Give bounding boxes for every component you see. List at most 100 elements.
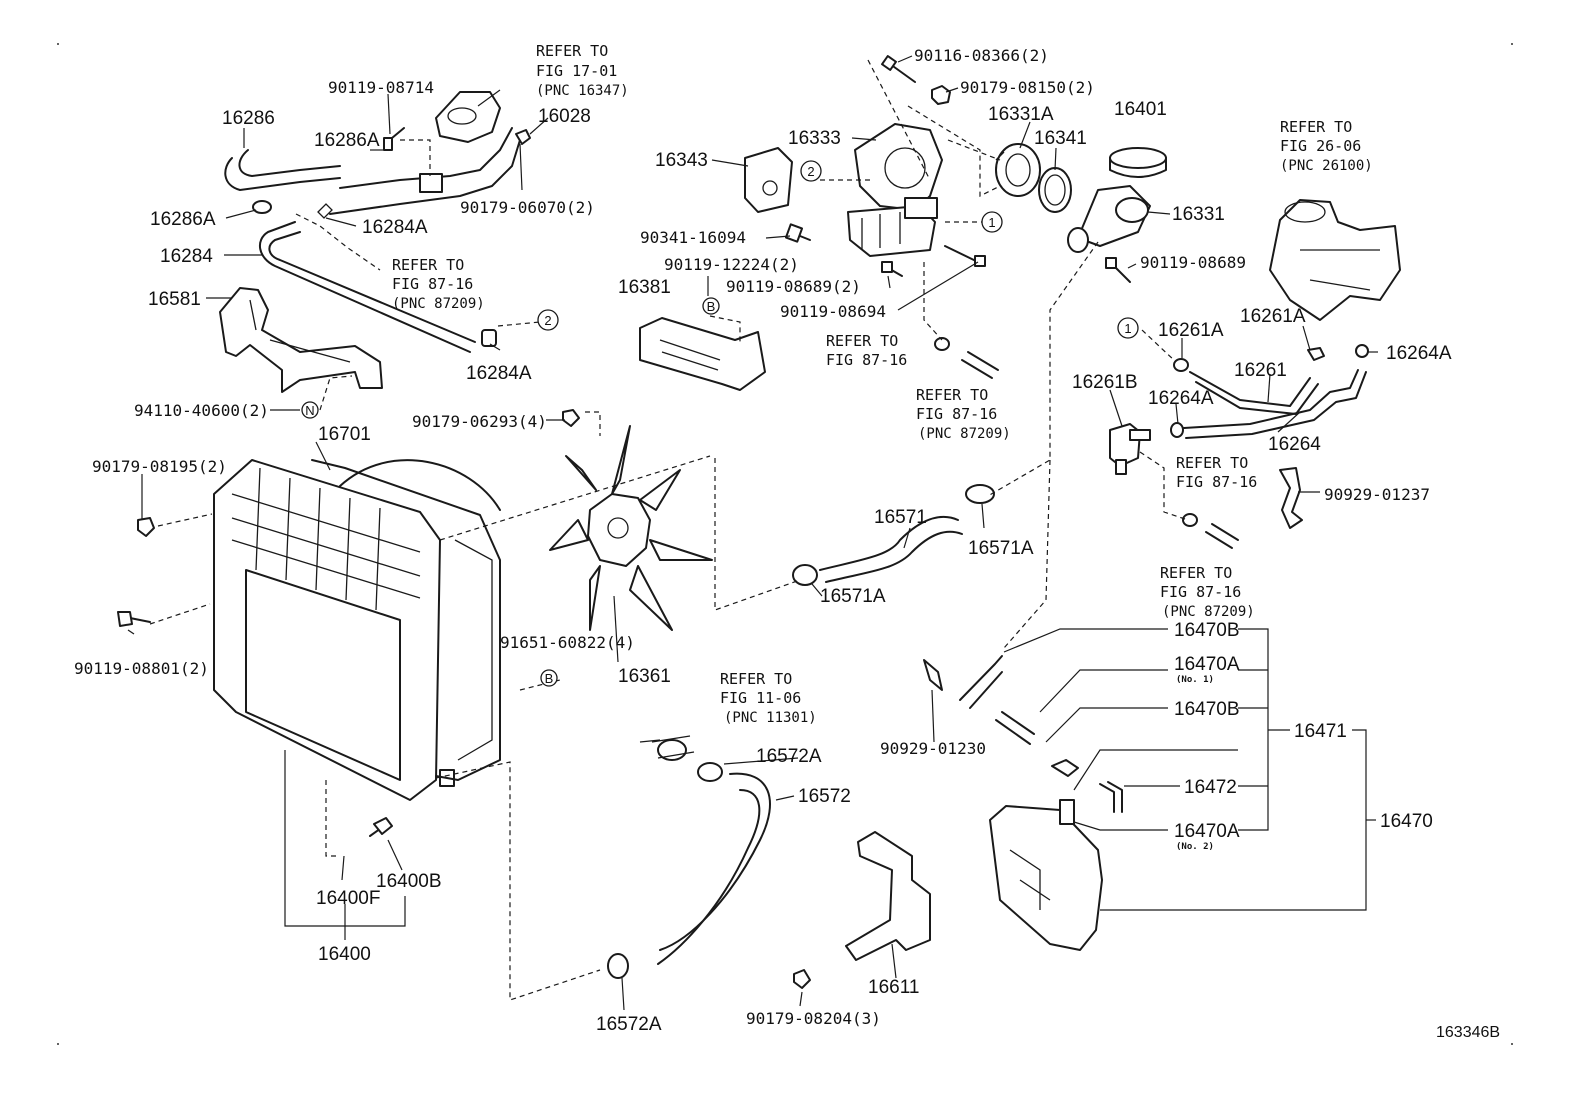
svg-text:(PNC 26100): (PNC 26100)	[1280, 158, 1373, 174]
cap-16401-illustration	[1109, 147, 1167, 178]
label-16286: 16286	[222, 108, 275, 129]
label-16571A-left: 16571A	[820, 586, 886, 607]
label-16571: 16571	[874, 507, 927, 528]
label-16572A-top: 16572A	[756, 746, 822, 767]
marker-N: N	[301, 401, 319, 419]
label-90179-06070: 90179-06070(2)	[460, 198, 595, 217]
label-16261: 16261	[1234, 360, 1287, 381]
label-16286A-top: 16286A	[314, 130, 380, 151]
svg-text:REFER TO: REFER TO	[1280, 118, 1352, 136]
label-16470A-top-note: (No. 1)	[1176, 675, 1214, 685]
svg-text:REFER TO: REFER TO	[1160, 564, 1232, 582]
label-16471: 16471	[1294, 721, 1347, 742]
ref-fig-87-16-d: REFER TO FIG 87-16	[1176, 454, 1257, 491]
label-16341: 16341	[1034, 128, 1087, 149]
label-16381: 16381	[618, 277, 671, 298]
small-hoses-illustration	[934, 337, 1239, 549]
label-16400: 16400	[318, 944, 371, 965]
label-16286A-left: 16286A	[150, 209, 216, 230]
svg-text:1: 1	[1124, 321, 1131, 336]
label-16400B: 16400B	[376, 871, 442, 892]
corner-dot	[57, 43, 59, 45]
label-16470A-low-note: (No. 2)	[1176, 842, 1214, 852]
label-16284A-low: 16284A	[466, 363, 532, 384]
thermostat-illustration	[995, 143, 1041, 197]
label-16472: 16472	[1184, 777, 1237, 798]
ref-fig-87-16-c: REFER TO FIG 87-16 (PNC 87209)	[916, 386, 1011, 442]
svg-text:REFER TO: REFER TO	[720, 670, 792, 688]
assembly-dashed-lines	[149, 59, 1189, 1001]
label-16331: 16331	[1172, 204, 1225, 225]
label-16264A-left: 16264A	[1148, 388, 1214, 409]
label-16284: 16284	[160, 246, 213, 267]
label-90179-08150: 90179-08150(2)	[960, 78, 1095, 97]
label-90179-08204: 90179-08204(3)	[746, 1009, 881, 1028]
ref-fig-26-06: REFER TO FIG 26-06 (PNC 26100)	[1280, 118, 1373, 174]
svg-text:FIG 87-16: FIG 87-16	[1176, 473, 1257, 491]
ref-fig-87-16-a: REFER TO FIG 87-16 (PNC 87209)	[392, 256, 485, 312]
label-16261A-right: 16261A	[1240, 306, 1306, 327]
hose-16286-illustration	[224, 149, 341, 214]
bracket-16611-illustration	[845, 831, 931, 961]
label-91651-60822: 91651-60822(4)	[500, 633, 635, 652]
svg-text:B: B	[545, 671, 554, 686]
marker-B-a: B	[702, 297, 720, 315]
corner-dot	[1511, 43, 1513, 45]
marker-1-b: 1	[1117, 317, 1139, 339]
bolt-illustrations	[117, 55, 1131, 989]
pipe-16028-illustration	[329, 91, 531, 215]
clamp-90929-01237-illustration	[1279, 467, 1303, 529]
fan-16361-illustration	[549, 425, 713, 631]
marker-2-b: 2	[800, 160, 822, 182]
reservoir-16470-illustration	[923, 655, 1123, 951]
pipe-16284-illustration	[259, 203, 497, 353]
label-90119-08689: 90119-08689	[1140, 253, 1246, 272]
inlet-16331-illustration	[1067, 185, 1151, 253]
svg-text:REFER TO: REFER TO	[826, 332, 898, 350]
label-16343: 16343	[655, 150, 708, 171]
label-16028: 16028	[538, 106, 591, 127]
svg-text:FIG 87-16: FIG 87-16	[916, 405, 997, 423]
label-16264: 16264	[1268, 434, 1321, 455]
label-16261A-left: 16261A	[1158, 320, 1224, 341]
shroud-16701-illustration	[311, 459, 501, 781]
svg-text:(PNC 87209): (PNC 87209)	[392, 296, 485, 312]
leader-lines	[127, 55, 1378, 1011]
water-outlet-16333-illustration	[847, 123, 943, 257]
label-90929-01230: 90929-01230	[880, 739, 986, 758]
label-16284A-mid: 16284A	[362, 217, 428, 238]
label-16331A: 16331A	[988, 104, 1054, 125]
label-16470: 16470	[1380, 811, 1433, 832]
svg-text:(PNC 11301): (PNC 11301)	[724, 710, 817, 726]
label-90119-08689-2: 90119-08689(2)	[726, 277, 861, 296]
svg-text:2: 2	[544, 313, 551, 328]
label-16261B: 16261B	[1072, 372, 1138, 393]
marker-2-a: 2	[537, 309, 559, 331]
svg-text:(PNC 87209): (PNC 87209)	[1162, 604, 1255, 620]
hose-16571-illustration	[792, 484, 995, 586]
label-16470A-top: 16470A	[1174, 654, 1240, 675]
svg-text:N: N	[305, 403, 314, 418]
svg-text:FIG 26-06: FIG 26-06	[1280, 137, 1361, 155]
label-16572A-low: 16572A	[596, 1014, 662, 1035]
svg-text:FIG 87-16: FIG 87-16	[826, 351, 907, 369]
svg-text:REFER TO: REFER TO	[916, 386, 988, 404]
label-16470A-low: 16470A	[1174, 821, 1240, 842]
svg-text:(PNC 16347): (PNC 16347)	[536, 83, 629, 99]
hose-16572-illustration	[607, 735, 771, 979]
ref-fig-11-06: REFER TO FIG 11-06 (PNC 11301)	[720, 670, 817, 726]
label-16571A-right: 16571A	[968, 538, 1034, 559]
label-16264A-right: 16264A	[1386, 343, 1452, 364]
label-90116-08366: 90116-08366(2)	[914, 46, 1049, 65]
bracket-16581-illustration	[219, 287, 383, 393]
svg-text:FIG 87-16: FIG 87-16	[392, 275, 473, 293]
hose-16261-illustration	[1170, 344, 1369, 439]
label-16361: 16361	[618, 666, 671, 687]
radiator-16400-illustration	[213, 459, 455, 801]
label-16581: 16581	[148, 289, 201, 310]
svg-text:B: B	[707, 299, 716, 314]
bracket-16381-illustration	[639, 317, 766, 391]
svg-text:REFER TO: REFER TO	[536, 42, 608, 60]
ref-fig-17-01: REFER TO FIG 17-01 (PNC 16347)	[536, 42, 629, 99]
